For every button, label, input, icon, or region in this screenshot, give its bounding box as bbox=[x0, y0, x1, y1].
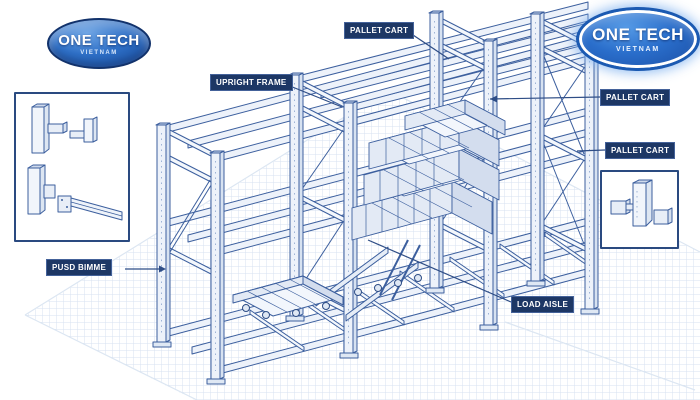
pallet-stack bbox=[351, 99, 506, 241]
leader-pallet-cart-right-1 bbox=[489, 96, 601, 100]
leader-pallet-cart-right-2 bbox=[576, 149, 606, 152]
callout-upright-frame: UPRIGHT FRAME bbox=[210, 74, 293, 91]
inset-frame-connector-detail bbox=[600, 170, 679, 249]
upright-posts bbox=[152, 10, 600, 385]
callout-push-beam: PUSD BIMME bbox=[46, 259, 113, 276]
inclined-rails bbox=[315, 239, 422, 322]
leader-arrow-push-beam bbox=[159, 265, 166, 273]
logo-right-subtitle: VIETNAM bbox=[615, 46, 661, 53]
logo-one-tech-right: ONE TECH VIETNAM bbox=[576, 7, 700, 71]
pallet-cart bbox=[232, 275, 344, 319]
logo-right-title: ONE TECH bbox=[592, 25, 684, 44]
logo-left-title: ONE TECH bbox=[58, 31, 140, 49]
callout-load-aisle: LOAD AISLE bbox=[511, 296, 575, 313]
logo-one-tech-left: ONE TECH VIETNAM bbox=[47, 18, 151, 69]
inset-beam-connector-details bbox=[14, 92, 130, 242]
callout-pallet-cart-right-2: PALLET CART bbox=[605, 142, 676, 159]
callout-pallet-cart-right-1: PALLET CART bbox=[600, 89, 671, 106]
leader-arrow-right-1 bbox=[490, 95, 497, 103]
leader-load-aisle bbox=[367, 239, 512, 303]
logo-left-subtitle: VIETNAM bbox=[80, 49, 118, 56]
rack-structure bbox=[152, 1, 600, 385]
callout-pallet-cart-top: PALLET CART bbox=[344, 22, 415, 39]
